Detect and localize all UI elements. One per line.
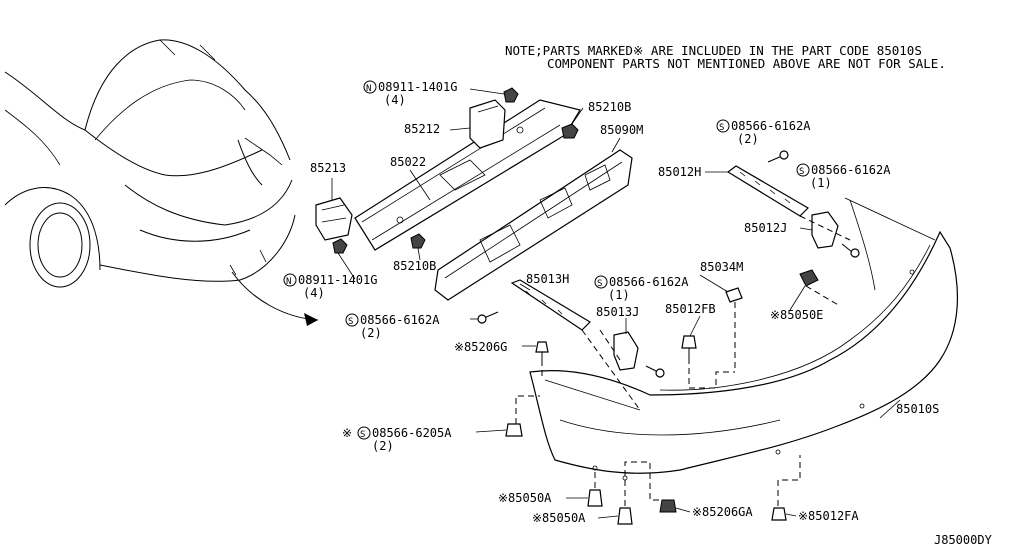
label-85090m: 85090M: [600, 123, 643, 137]
label-85213: 85213: [310, 161, 346, 175]
svg-text:S: S: [799, 167, 804, 177]
nut-85210b-top: [561, 123, 579, 139]
label-85034m: 85034M: [700, 260, 743, 274]
clip-85034m: [725, 287, 743, 303]
label-85012h: 85012H: [658, 165, 701, 179]
label-85012j: 85012J: [744, 221, 787, 235]
screw-08566-left: [477, 311, 499, 324]
label-08566-6205a-mark: ※: [342, 426, 352, 440]
label-85050e: ※85050E: [770, 308, 823, 322]
label-08566-h: 08566-6162A: [731, 119, 811, 133]
diagram-code: J85000DY: [934, 533, 993, 547]
label-85050a-1: ※85050A: [498, 491, 552, 505]
label-08566-6205a: 08566-6205A: [372, 426, 452, 440]
label-08566-j: 08566-6162A: [811, 163, 891, 177]
s-symbol-j: S: [796, 163, 810, 177]
clip-85050a-1: [587, 489, 603, 507]
label-08911-bottom: 08911-1401G: [298, 273, 377, 287]
svg-text:N: N: [366, 84, 371, 94]
bumper-reinforcement-85022: [354, 99, 581, 251]
clip-85012fb: [681, 335, 697, 358]
label-85212: 85212: [404, 122, 440, 136]
clip-85206g: [535, 341, 549, 360]
screw-08566-h: [767, 150, 789, 163]
label-85013h: 85013H: [526, 272, 569, 286]
clip-85206ga: [659, 499, 677, 513]
note-line-1: NOTE;PARTS MARKED※ ARE INCLUDED IN THE P…: [505, 43, 922, 58]
label-08566-left: 08566-6162A: [360, 313, 440, 327]
svg-text:S: S: [348, 317, 353, 327]
label-08566-mid: 08566-6162A: [609, 275, 689, 289]
bracket-85012h: [726, 165, 809, 217]
leader-lines: [331, 88, 901, 519]
svg-text:N: N: [286, 277, 291, 287]
clip-85050a-2: [617, 507, 633, 525]
part-85212: [469, 99, 506, 149]
label-85210b-top: 85210B: [588, 100, 631, 114]
assembly-lines: [515, 215, 851, 506]
vehicle-rear-illustration: [4, 39, 296, 288]
energy-absorber-85090m: [434, 149, 633, 301]
label-85012fa: ※85012FA: [798, 509, 859, 523]
screw-08566-mid: [645, 365, 665, 378]
label-85022: 85022: [390, 155, 426, 169]
clip-85012fa: [771, 507, 787, 521]
s-symbol-mid: S: [594, 275, 608, 289]
label-85050a-2: ※85050A: [532, 511, 586, 525]
nut-08911-bottom: [332, 238, 348, 254]
n-symbol-top: N: [363, 80, 377, 94]
svg-text:S: S: [719, 123, 724, 133]
nut-85210b-bottom: [410, 233, 426, 249]
svg-text:S: S: [360, 430, 365, 440]
label-08911-bottom-qty: (4): [303, 286, 325, 300]
bracket-85213: [315, 197, 353, 241]
bracket-85013j: [613, 331, 639, 371]
bracket-85012j: [811, 211, 839, 249]
bracket-85013h: [510, 279, 591, 331]
label-85206ga: ※85206GA: [692, 505, 753, 519]
screw-08566-j: [841, 243, 860, 258]
n-symbol-bottom: N: [283, 273, 297, 287]
label-85010s: 85010S: [896, 402, 939, 416]
s-symbol-h: S: [716, 119, 730, 133]
nut-08911-top: [503, 87, 519, 103]
s-symbol-left: S: [345, 313, 359, 327]
label-08911-top-qty: (4): [384, 93, 406, 107]
bumper-fascia-85010s: [529, 197, 958, 481]
label-85013j: 85013J: [596, 305, 639, 319]
screw-08566-6205a: [505, 423, 523, 437]
label-08566-j-qty: (1): [810, 176, 832, 190]
note-line-2: COMPONENT PARTS NOT MENTIONED ABOVE ARE …: [547, 56, 946, 71]
clip-85050e: [799, 269, 819, 287]
label-85206g: ※85206G: [454, 340, 507, 354]
label-08911-top: 08911-1401G: [378, 80, 457, 94]
label-08566-left-qty: (2): [360, 326, 382, 340]
label-85210b-bottom: 85210B: [393, 259, 436, 273]
svg-text:S: S: [597, 279, 602, 289]
direction-arrow: [231, 271, 319, 326]
label-08566-h-qty: (2): [737, 132, 759, 146]
s-symbol-205a: S: [357, 426, 371, 440]
label-08566-6205a-qty: (2): [372, 439, 394, 453]
label-08566-mid-qty: (1): [608, 288, 630, 302]
label-85012fb: 85012FB: [665, 302, 716, 316]
